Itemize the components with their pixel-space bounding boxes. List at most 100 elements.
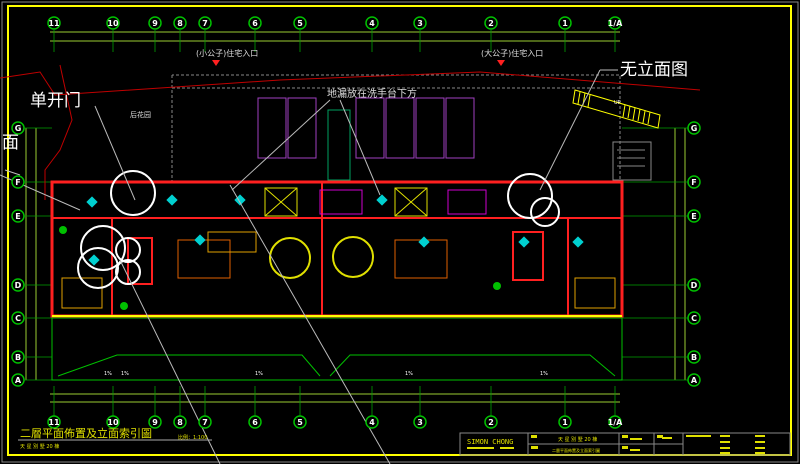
drawing-title: 二層平面佈置及立面索引圖 xyxy=(20,426,152,440)
grid-bubble-label: F xyxy=(15,178,20,187)
entrance-small-label: (小公子)住宅入口 xyxy=(196,48,258,58)
grid-bubble-label: 10 xyxy=(107,418,119,427)
grid-bubble-label: 9 xyxy=(152,19,158,28)
grid-bubble-label: 2 xyxy=(488,19,494,28)
grid-bubble-label: 3 xyxy=(417,418,423,427)
slope-labels: 1% 1% 1% 1% 1% xyxy=(104,371,548,377)
grid-row-bubble-left: E xyxy=(11,209,25,223)
grid-column-bubble-top: 5 xyxy=(293,16,307,30)
grid-bubble-label: E xyxy=(15,212,20,221)
parking-bays xyxy=(257,97,475,181)
grid-row-bubble-right: G xyxy=(687,121,701,135)
grid-row-bubble-left: G xyxy=(11,121,25,135)
drawing-scale: 比例：1:100 xyxy=(178,434,207,441)
grid-column-bubble-bottom: 10 xyxy=(106,415,120,429)
grid-bubble-label: G xyxy=(691,124,698,133)
grid-bubble-label: 10 xyxy=(107,19,119,28)
grid-column-bubble-bottom: 6 xyxy=(248,415,262,429)
grid-bubble-label: 1/A xyxy=(608,19,623,28)
grid-column-bubble-top: 7 xyxy=(198,16,212,30)
elevation-annotation: 面 xyxy=(2,133,19,153)
grid-column-bubble-bottom: 11 xyxy=(47,415,61,429)
grid-bubble-label: 4 xyxy=(369,418,375,427)
grid-bubble-label: D xyxy=(691,281,698,290)
grid-bubble-label: B xyxy=(691,353,697,362)
grid-column-bubble-bottom: 2 xyxy=(484,415,498,429)
svg-text:1%: 1% xyxy=(405,371,413,377)
grid-column-bubble-bottom: 8 xyxy=(173,415,187,429)
grid-column-bubble-top: 8 xyxy=(173,16,187,30)
grid-bubble-label: E xyxy=(691,212,696,221)
entrance-large-label: (大公子)住宅入口 xyxy=(481,48,543,58)
grid-row-bubble-left: D xyxy=(11,278,25,292)
exterior-stair xyxy=(572,89,661,181)
grid-bubble-label: 4 xyxy=(369,19,375,28)
grid-row-bubble-left: C xyxy=(11,311,25,325)
grid-bubble-label: 5 xyxy=(297,418,303,427)
grid-column-bubble-top: 9 xyxy=(148,16,162,30)
grid-bubble-label: C xyxy=(691,314,697,323)
grid-row-bubble-right: A xyxy=(687,373,701,387)
drawing-subtitle: 天 星 別 墅 20 棟 xyxy=(20,443,59,450)
grid-column-bubble-top: 4 xyxy=(365,16,379,30)
grid-column-bubble-top: 6 xyxy=(248,16,262,30)
inner-frame xyxy=(7,5,792,456)
grid-bubble-label: 9 xyxy=(152,418,158,427)
grid-column-bubble-bottom: 3 xyxy=(413,415,427,429)
grid-column-bubble-bottom: 4 xyxy=(365,415,379,429)
grid-row-bubble-right: C xyxy=(687,311,701,325)
grid-bubble-label: G xyxy=(15,124,22,133)
grid-bubble-label: 6 xyxy=(252,19,258,28)
grid-bubble-label: 8 xyxy=(177,19,183,28)
grid-bubble-label: 6 xyxy=(252,418,258,427)
sheet-name: 二層平面佈置及立面索引圖 xyxy=(552,447,600,453)
grid-bubble-label: 1 xyxy=(562,19,568,28)
grid-bubble-label: 1 xyxy=(562,418,568,427)
no-elevation-annotation: 无立面图 xyxy=(620,60,688,80)
grid-row-bubble-right: B xyxy=(687,350,701,364)
grid-bubble-label: A xyxy=(15,376,22,385)
revision-clouds xyxy=(77,170,560,289)
grid-row-bubble-left: A xyxy=(11,373,25,387)
grid-bubble-label: 8 xyxy=(177,418,183,427)
grid-bubble-label: 11 xyxy=(48,418,60,427)
entrance-marker-icon xyxy=(212,60,220,66)
single-door-annotation: 单开门 xyxy=(30,91,81,111)
grid-column-bubble-bottom: 1 xyxy=(558,415,572,429)
grid-bubble-label: 3 xyxy=(417,19,423,28)
grid-bubble-label: 5 xyxy=(297,19,303,28)
project-name: 天 星 別 墅 20 棟 xyxy=(558,436,597,443)
grid-bubble-label: F xyxy=(691,178,696,187)
svg-text:1%: 1% xyxy=(540,371,548,377)
grid-row-bubble-right: F xyxy=(687,175,701,189)
balcony xyxy=(51,317,623,381)
title-block: SIMON CHONG 天 星 別 墅 20 棟 二層平面佈置及立面索引圖 xyxy=(459,432,791,456)
svg-text:1%: 1% xyxy=(121,371,129,377)
grid-bubble-label: 7 xyxy=(202,19,208,28)
grid-row-bubble-right: E xyxy=(687,209,701,223)
svg-text:1%: 1% xyxy=(255,371,263,377)
grid-column-bubble-top: 10 xyxy=(106,16,120,30)
grid-column-bubble-bottom: 9 xyxy=(148,415,162,429)
grid-column-bubble-top: 1 xyxy=(558,16,572,30)
grid-column-bubble-top: 2 xyxy=(484,16,498,30)
designer-name: SIMON CHONG xyxy=(467,438,513,446)
grid-bubble-label: B xyxy=(15,353,21,362)
grid-column-bubble-bottom: 7 xyxy=(198,415,212,429)
grid-bubble-label: D xyxy=(15,281,22,290)
stair-up-label: UP xyxy=(614,100,621,106)
grid-column-bubble-bottom: 1/A xyxy=(608,415,623,429)
svg-text:1%: 1% xyxy=(104,371,112,377)
dimension-lines xyxy=(25,31,686,403)
back-garden-label: 后花园 xyxy=(130,110,151,119)
leader-lines xyxy=(0,69,618,464)
floor-drain-annotation: 地漏放在洗手台下方 xyxy=(327,87,417,100)
grid-row-bubble-right: D xyxy=(687,278,701,292)
grid-column-bubble-top: 11 xyxy=(47,16,61,30)
entrance-marker-icon xyxy=(497,60,505,66)
grid-column-bubble-top: 3 xyxy=(413,16,427,30)
grid-row-bubble-left: B xyxy=(11,350,25,364)
grid-bubble-label: 7 xyxy=(202,418,208,427)
